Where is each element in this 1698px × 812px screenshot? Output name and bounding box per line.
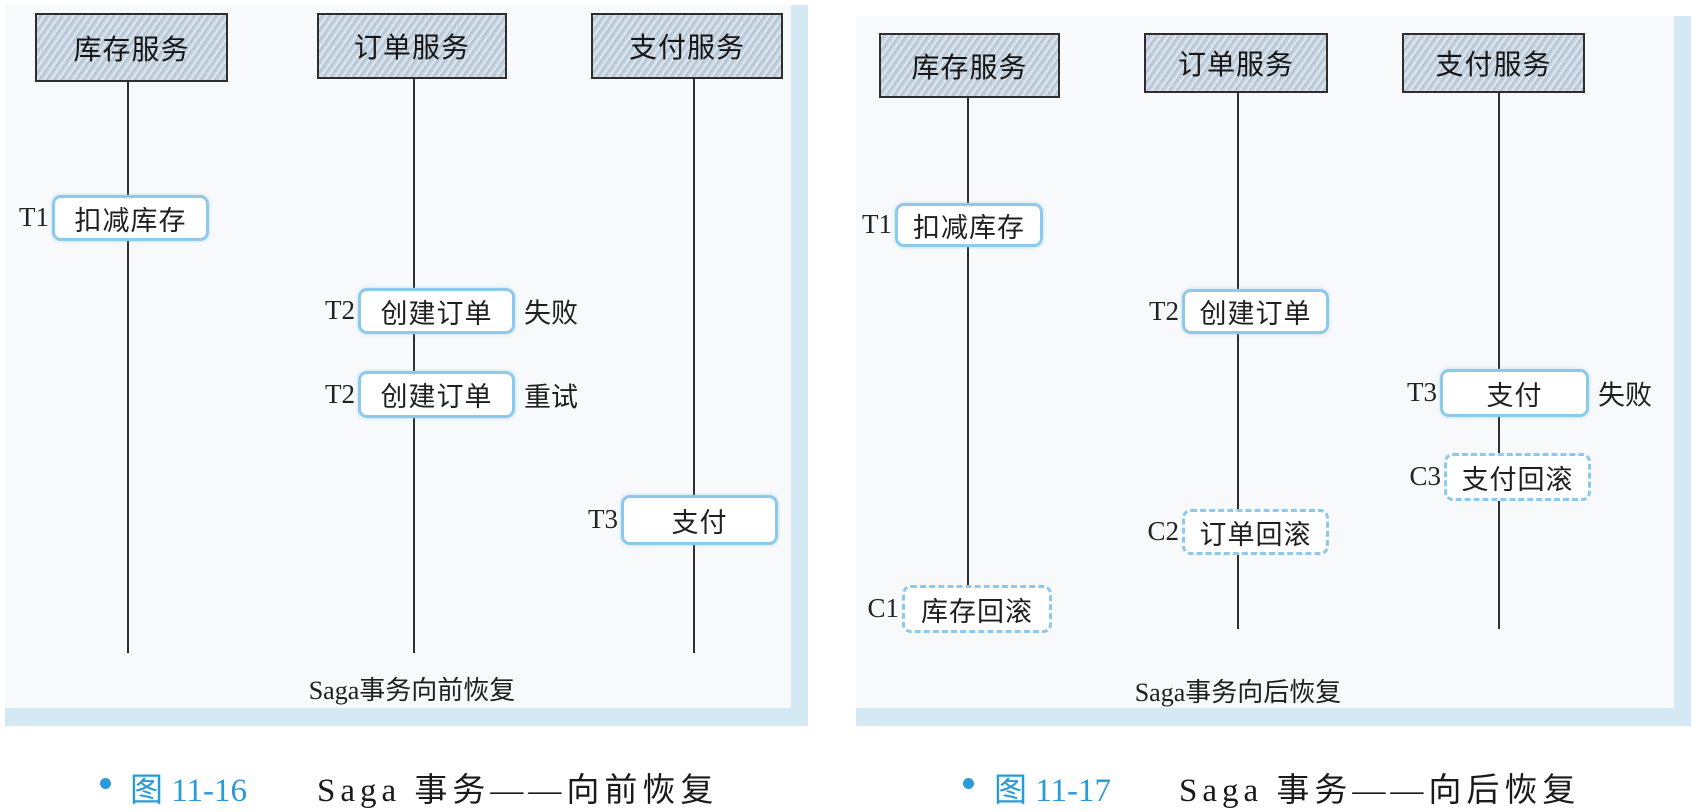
step-t2-create-order-failed: T2 创建订单 失败 bbox=[325, 288, 578, 334]
service-header-order: 订单服务 bbox=[1144, 33, 1328, 93]
step-tag: T1 bbox=[19, 201, 49, 232]
service-header-inventory: 库存服务 bbox=[879, 33, 1060, 98]
forward-recovery-diagram: 库存服务 订单服务 支付服务 T1 扣减库存 T2 创建订单 失败 T2 创建订… bbox=[5, 5, 808, 726]
step-c3-payment-rollback: C3 支付回滚 bbox=[1409, 453, 1591, 501]
step-tag: T2 bbox=[1149, 295, 1179, 326]
service-header-payment: 支付服务 bbox=[1402, 33, 1585, 93]
service-header-payment: 支付服务 bbox=[591, 13, 783, 79]
service-header-inventory: 库存服务 bbox=[35, 13, 228, 82]
caption-bullet-icon bbox=[963, 778, 974, 789]
lifeline-order bbox=[413, 79, 415, 653]
figure-title: Saga 事务——向后恢复 bbox=[1179, 773, 1581, 809]
figure-number: 图 11-17 bbox=[994, 773, 1112, 809]
step-label: 扣减库存 bbox=[913, 212, 1025, 244]
step-tag: C2 bbox=[1147, 515, 1179, 546]
step-tag: T3 bbox=[588, 503, 618, 534]
step-t3-payment: T3 支付 bbox=[588, 495, 778, 545]
step-t1-deduct-inventory: T1 扣减库存 bbox=[19, 195, 209, 241]
step-t2-create-order-retry: T2 创建订单 重试 bbox=[325, 371, 578, 418]
step-t1-deduct-inventory: T1 扣减库存 bbox=[862, 203, 1043, 247]
step-c2-order-rollback: C2 订单回滚 bbox=[1147, 509, 1329, 555]
step-tag: T1 bbox=[862, 208, 892, 239]
step-tag: C3 bbox=[1409, 460, 1441, 491]
lifeline-inventory bbox=[127, 82, 129, 653]
figure-number: 图 11-16 bbox=[130, 773, 248, 809]
lifeline-payment bbox=[1498, 93, 1500, 629]
step-label: 创建订单 bbox=[380, 298, 493, 330]
step-c1-inventory-rollback: C1 库存回滚 bbox=[867, 585, 1052, 633]
panel-caption: Saga事务向前恢复 bbox=[308, 676, 516, 705]
step-t3-payment-failed: T3 支付 失败 bbox=[1407, 369, 1652, 417]
step-label: 扣减库存 bbox=[74, 205, 187, 237]
step-label: 支付 bbox=[671, 507, 728, 539]
step-tag: T2 bbox=[325, 378, 355, 409]
step-label: 支付回滚 bbox=[1461, 464, 1574, 496]
lifeline-payment bbox=[693, 79, 695, 653]
lifeline-inventory bbox=[967, 98, 969, 618]
service-header-order: 订单服务 bbox=[317, 13, 507, 79]
lifeline-order bbox=[1237, 93, 1239, 629]
step-tag: C1 bbox=[867, 592, 899, 623]
step-tag: T2 bbox=[325, 294, 355, 325]
caption-bullet-icon bbox=[100, 778, 111, 789]
panel-caption: Saga事务向后恢复 bbox=[1134, 678, 1342, 707]
step-note: 重试 bbox=[524, 382, 578, 413]
step-note: 失败 bbox=[1598, 380, 1652, 412]
step-label: 创建订单 bbox=[380, 382, 493, 413]
step-note: 失败 bbox=[524, 298, 578, 330]
step-label: 库存回滚 bbox=[921, 596, 1033, 628]
step-label: 创建订单 bbox=[1199, 299, 1312, 330]
step-label: 支付 bbox=[1486, 380, 1543, 412]
backward-recovery-diagram: 库存服务 订单服务 支付服务 T1 扣减库存 T2 创建订单 T3 支付 失败 … bbox=[856, 16, 1691, 726]
figure-title: Saga 事务——向前恢复 bbox=[317, 773, 719, 809]
step-t2-create-order: T2 创建订单 bbox=[1149, 289, 1329, 334]
step-label: 订单回滚 bbox=[1199, 519, 1312, 551]
step-tag: T3 bbox=[1407, 376, 1437, 407]
